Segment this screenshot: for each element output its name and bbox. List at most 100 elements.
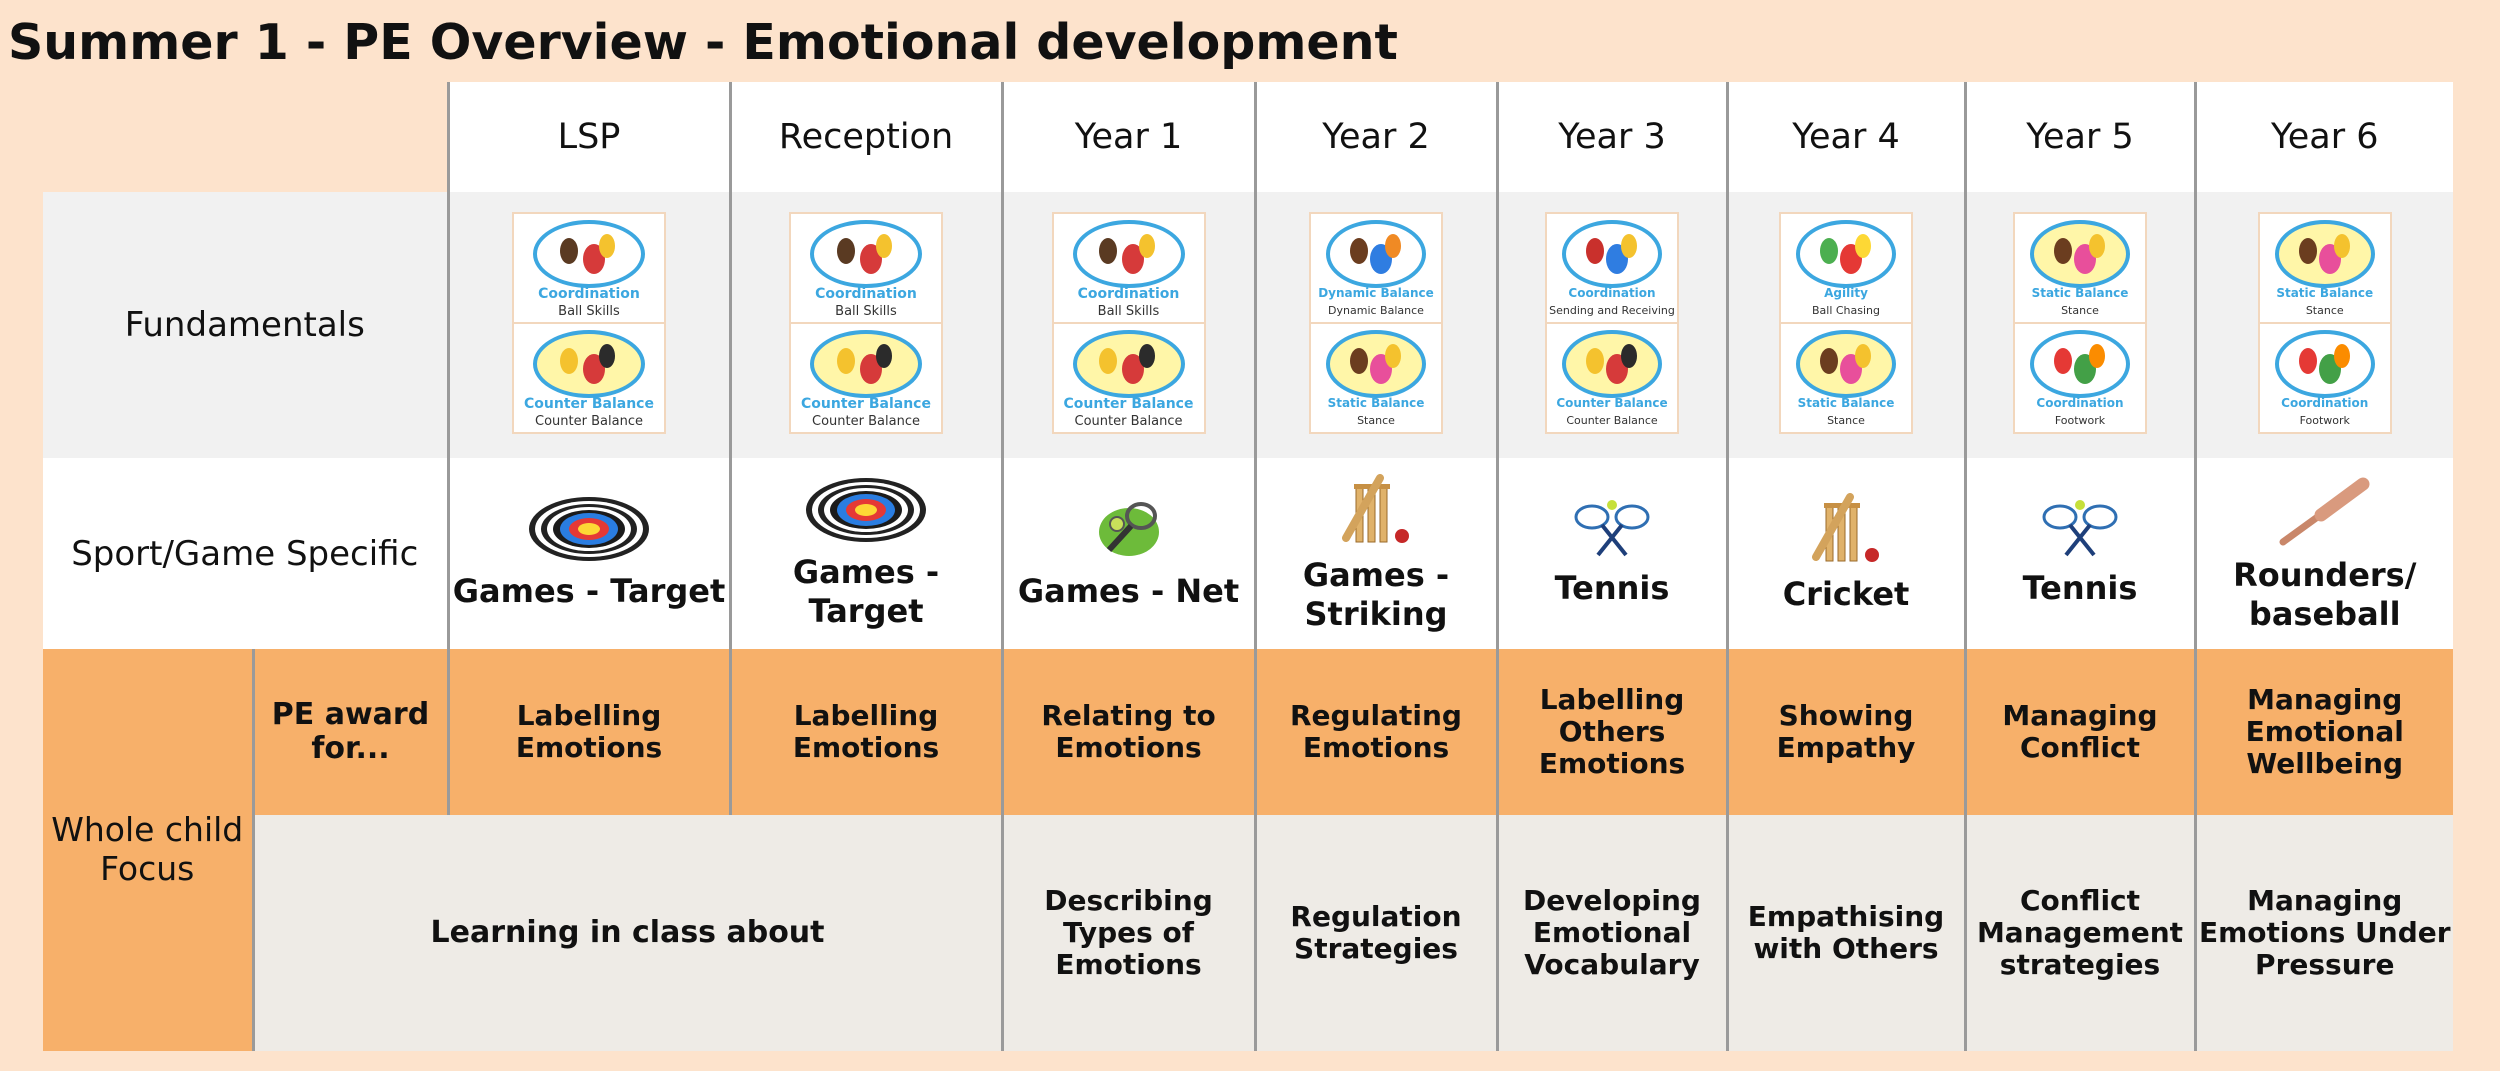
skill-name: Static Balance (2031, 286, 2129, 300)
figure-shape (2298, 238, 2317, 264)
award-cell: Managing Emotional Wellbeing (2193, 649, 2453, 815)
static-balance-icon (1326, 330, 1426, 398)
figure-shape (1350, 238, 1369, 264)
header-blank (43, 82, 448, 192)
learning-cell: Describing Types of Emotions (1000, 815, 1255, 1051)
skill-name: Coordination (2281, 396, 2369, 410)
sport-cell: Cricket (1725, 458, 1965, 649)
sport-name: Games - Target (452, 572, 726, 611)
sport-name: Games - Net (1017, 572, 1240, 611)
learning-row: Learning in class about Describing Types… (43, 815, 2453, 1051)
figure-shape (2333, 344, 2350, 368)
award-cell: Relating to Emotions (1000, 649, 1255, 815)
year-header: Year 5 (1963, 82, 2195, 192)
award-cell: Regulating Emotions (1253, 649, 1497, 815)
sport-label: Sport/Game Specific (43, 458, 448, 649)
ball-chasing-icon (1796, 220, 1896, 288)
sport-name: Tennis (2022, 569, 2138, 608)
counter-balance-icon (1562, 330, 1662, 398)
award-row: Whole child Focus PE award for... Labell… (43, 649, 2453, 1051)
figure-shape (2089, 344, 2106, 368)
figure-shape (2054, 348, 2073, 374)
dynamic-balance-icon (1326, 220, 1426, 288)
skill-detail: Stance (2061, 304, 2099, 317)
counter-balance-icon (1072, 330, 1185, 398)
cricket-stumps-icon (1257, 474, 1496, 550)
skill-name: Agility (1824, 286, 1868, 300)
award-cell: Labelling Others Emotions (1495, 649, 1727, 815)
skill-name: Dynamic Balance (1318, 286, 1434, 300)
skill-detail: Counter Balance (1566, 414, 1658, 427)
skill-detail: Counter Balance (812, 414, 920, 429)
figure-shape (582, 354, 605, 384)
skill-name: Coordination (538, 286, 640, 302)
figure-shape (582, 244, 605, 274)
archery-target-icon (732, 477, 1001, 547)
award-cell: Labelling Emotions (728, 649, 1002, 815)
skill-detail: Ball Chasing (1811, 304, 1881, 317)
figure-shape (599, 234, 616, 258)
ball-skills-icon (1072, 220, 1185, 288)
skill-name: Counter Balance (1556, 396, 1668, 410)
skill-name: Static Balance (1327, 396, 1425, 410)
figure-shape (1820, 238, 1839, 264)
skill-detail: Ball Skills (835, 304, 897, 319)
figure-shape (836, 348, 855, 374)
sport-name: Tennis (1554, 569, 1670, 608)
sport-name: Games - Target (792, 553, 940, 630)
sport-name: Cricket (1782, 575, 1910, 614)
skill-detail: Stance (2305, 304, 2344, 317)
figure-shape (876, 344, 893, 368)
counter-balance-icon (810, 330, 922, 398)
sending-receiving-icon (1562, 220, 1662, 288)
skill-detail: Stance (1827, 414, 1865, 427)
figure-shape (1122, 354, 1145, 384)
year-header: Year 3 (1495, 82, 1727, 192)
award-label: PE award for... (253, 649, 448, 815)
skill-name: Static Balance (1797, 396, 1895, 410)
skill-detail: Counter Balance (1074, 414, 1183, 429)
skill-detail: Ball Skills (1097, 304, 1160, 319)
learning-cell: Empathising with Others (1725, 815, 1965, 1051)
skill-name: Counter Balance (524, 396, 654, 412)
year-header: Year 2 (1253, 82, 1497, 192)
learning-cell: Developing Emotional Vocabulary (1495, 815, 1727, 1051)
page-title: Summer 1 - PE Overview - Emotional devel… (8, 14, 1398, 71)
figure-shape (1586, 238, 1605, 264)
figure-shape (1385, 234, 1402, 258)
sport-cell: Games - Target (446, 458, 730, 649)
skill-name: Static Balance (2276, 286, 2374, 300)
skill-detail: Stance (1357, 414, 1395, 427)
figure-shape (1855, 234, 1872, 258)
skill-name: Counter Balance (801, 396, 931, 412)
skill-name: Counter Balance (1063, 396, 1194, 412)
static-balance-icon (2030, 220, 2130, 288)
sport-cell: Tennis (1963, 458, 2195, 649)
footwork-icon (2274, 330, 2375, 398)
skill-detail: Footwork (2054, 414, 2106, 427)
figure-shape (1820, 348, 1839, 374)
figure-shape (2298, 348, 2317, 374)
figure-shape (2333, 234, 2350, 258)
skill-detail: Counter Balance (535, 414, 643, 429)
